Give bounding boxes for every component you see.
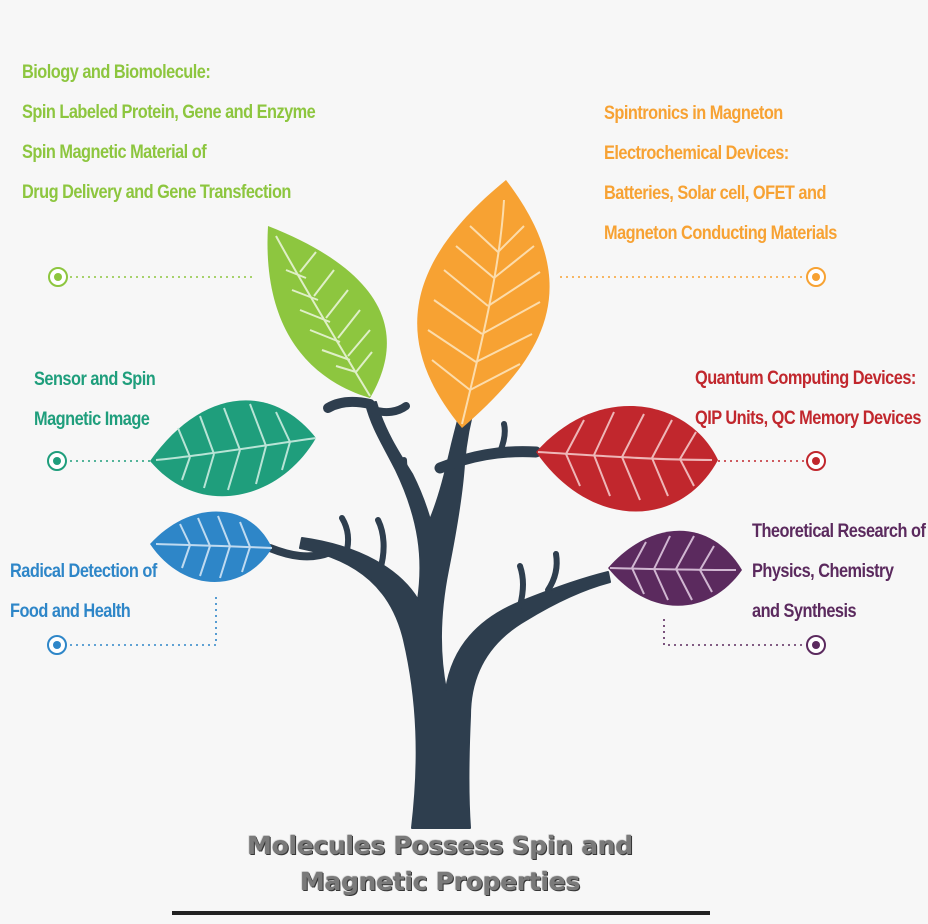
label-theory-line-2: Physics, Chemistry bbox=[752, 561, 894, 582]
diagram-title: Molecules Possess Spin and Magnetic Prop… bbox=[180, 828, 700, 900]
label-spintronics: Spintronics in Magneton Electrochemical … bbox=[604, 94, 837, 254]
label-radical-line-1: Radical Detection of bbox=[10, 561, 157, 582]
label-spintronics-line-1: Spintronics in Magneton bbox=[604, 103, 783, 124]
leaf-radical bbox=[150, 511, 273, 583]
label-spintronics-line-4: Magneton Conducting Materials bbox=[604, 223, 837, 244]
label-quantum-line-2: QIP Units, QC Memory Devices bbox=[695, 408, 921, 429]
label-sensor: Sensor and Spin Magnetic Image bbox=[34, 360, 156, 440]
label-spintronics-line-2: Electrochemical Devices: bbox=[604, 143, 789, 164]
dot-radical bbox=[47, 635, 67, 655]
title-underline bbox=[172, 911, 710, 915]
label-biology-line-3: Spin Magnetic Material of bbox=[22, 142, 207, 163]
leaf-quantum bbox=[536, 405, 718, 512]
leaf-spintronics bbox=[417, 180, 550, 428]
label-biology: Biology and Biomolecule: Spin Labeled Pr… bbox=[22, 53, 316, 213]
connector-dots bbox=[47, 267, 826, 655]
dot-theory bbox=[806, 635, 826, 655]
label-sensor-line-2: Magnetic Image bbox=[34, 409, 150, 430]
label-radical: Radical Detection of Food and Health bbox=[10, 552, 157, 632]
label-quantum: Quantum Computing Devices: QIP Units, QC… bbox=[695, 359, 921, 439]
leaf-sensor bbox=[150, 400, 317, 497]
label-theory-line-1: Theoretical Research of bbox=[752, 521, 926, 542]
label-biology-line-1: Biology and Biomolecule: bbox=[22, 62, 211, 83]
label-sensor-line-1: Sensor and Spin bbox=[34, 369, 156, 390]
label-radical-line-2: Food and Health bbox=[10, 601, 131, 622]
dot-quantum bbox=[806, 451, 826, 471]
label-theory: Theoretical Research of Physics, Chemist… bbox=[752, 512, 926, 632]
label-biology-line-4: Drug Delivery and Gene Transfection bbox=[22, 182, 291, 203]
dot-sensor bbox=[47, 451, 67, 471]
label-biology-line-2: Spin Labeled Protein, Gene and Enzyme bbox=[22, 102, 316, 123]
label-theory-line-3: and Synthesis bbox=[752, 601, 857, 622]
diagram-title-line-2: Magnetic Properties bbox=[299, 867, 581, 896]
leaf-theory bbox=[608, 530, 742, 606]
dot-biology bbox=[48, 267, 68, 287]
diagram-title-line-1: Molecules Possess Spin and bbox=[247, 831, 633, 860]
dot-spintronics bbox=[806, 267, 826, 287]
connector-theory bbox=[663, 616, 808, 646]
label-spintronics-line-3: Batteries, Solar cell, OFET and bbox=[604, 183, 826, 204]
connector-radical bbox=[64, 596, 217, 646]
leaf-biology bbox=[267, 226, 387, 398]
label-quantum-line-1: Quantum Computing Devices: bbox=[695, 368, 916, 389]
